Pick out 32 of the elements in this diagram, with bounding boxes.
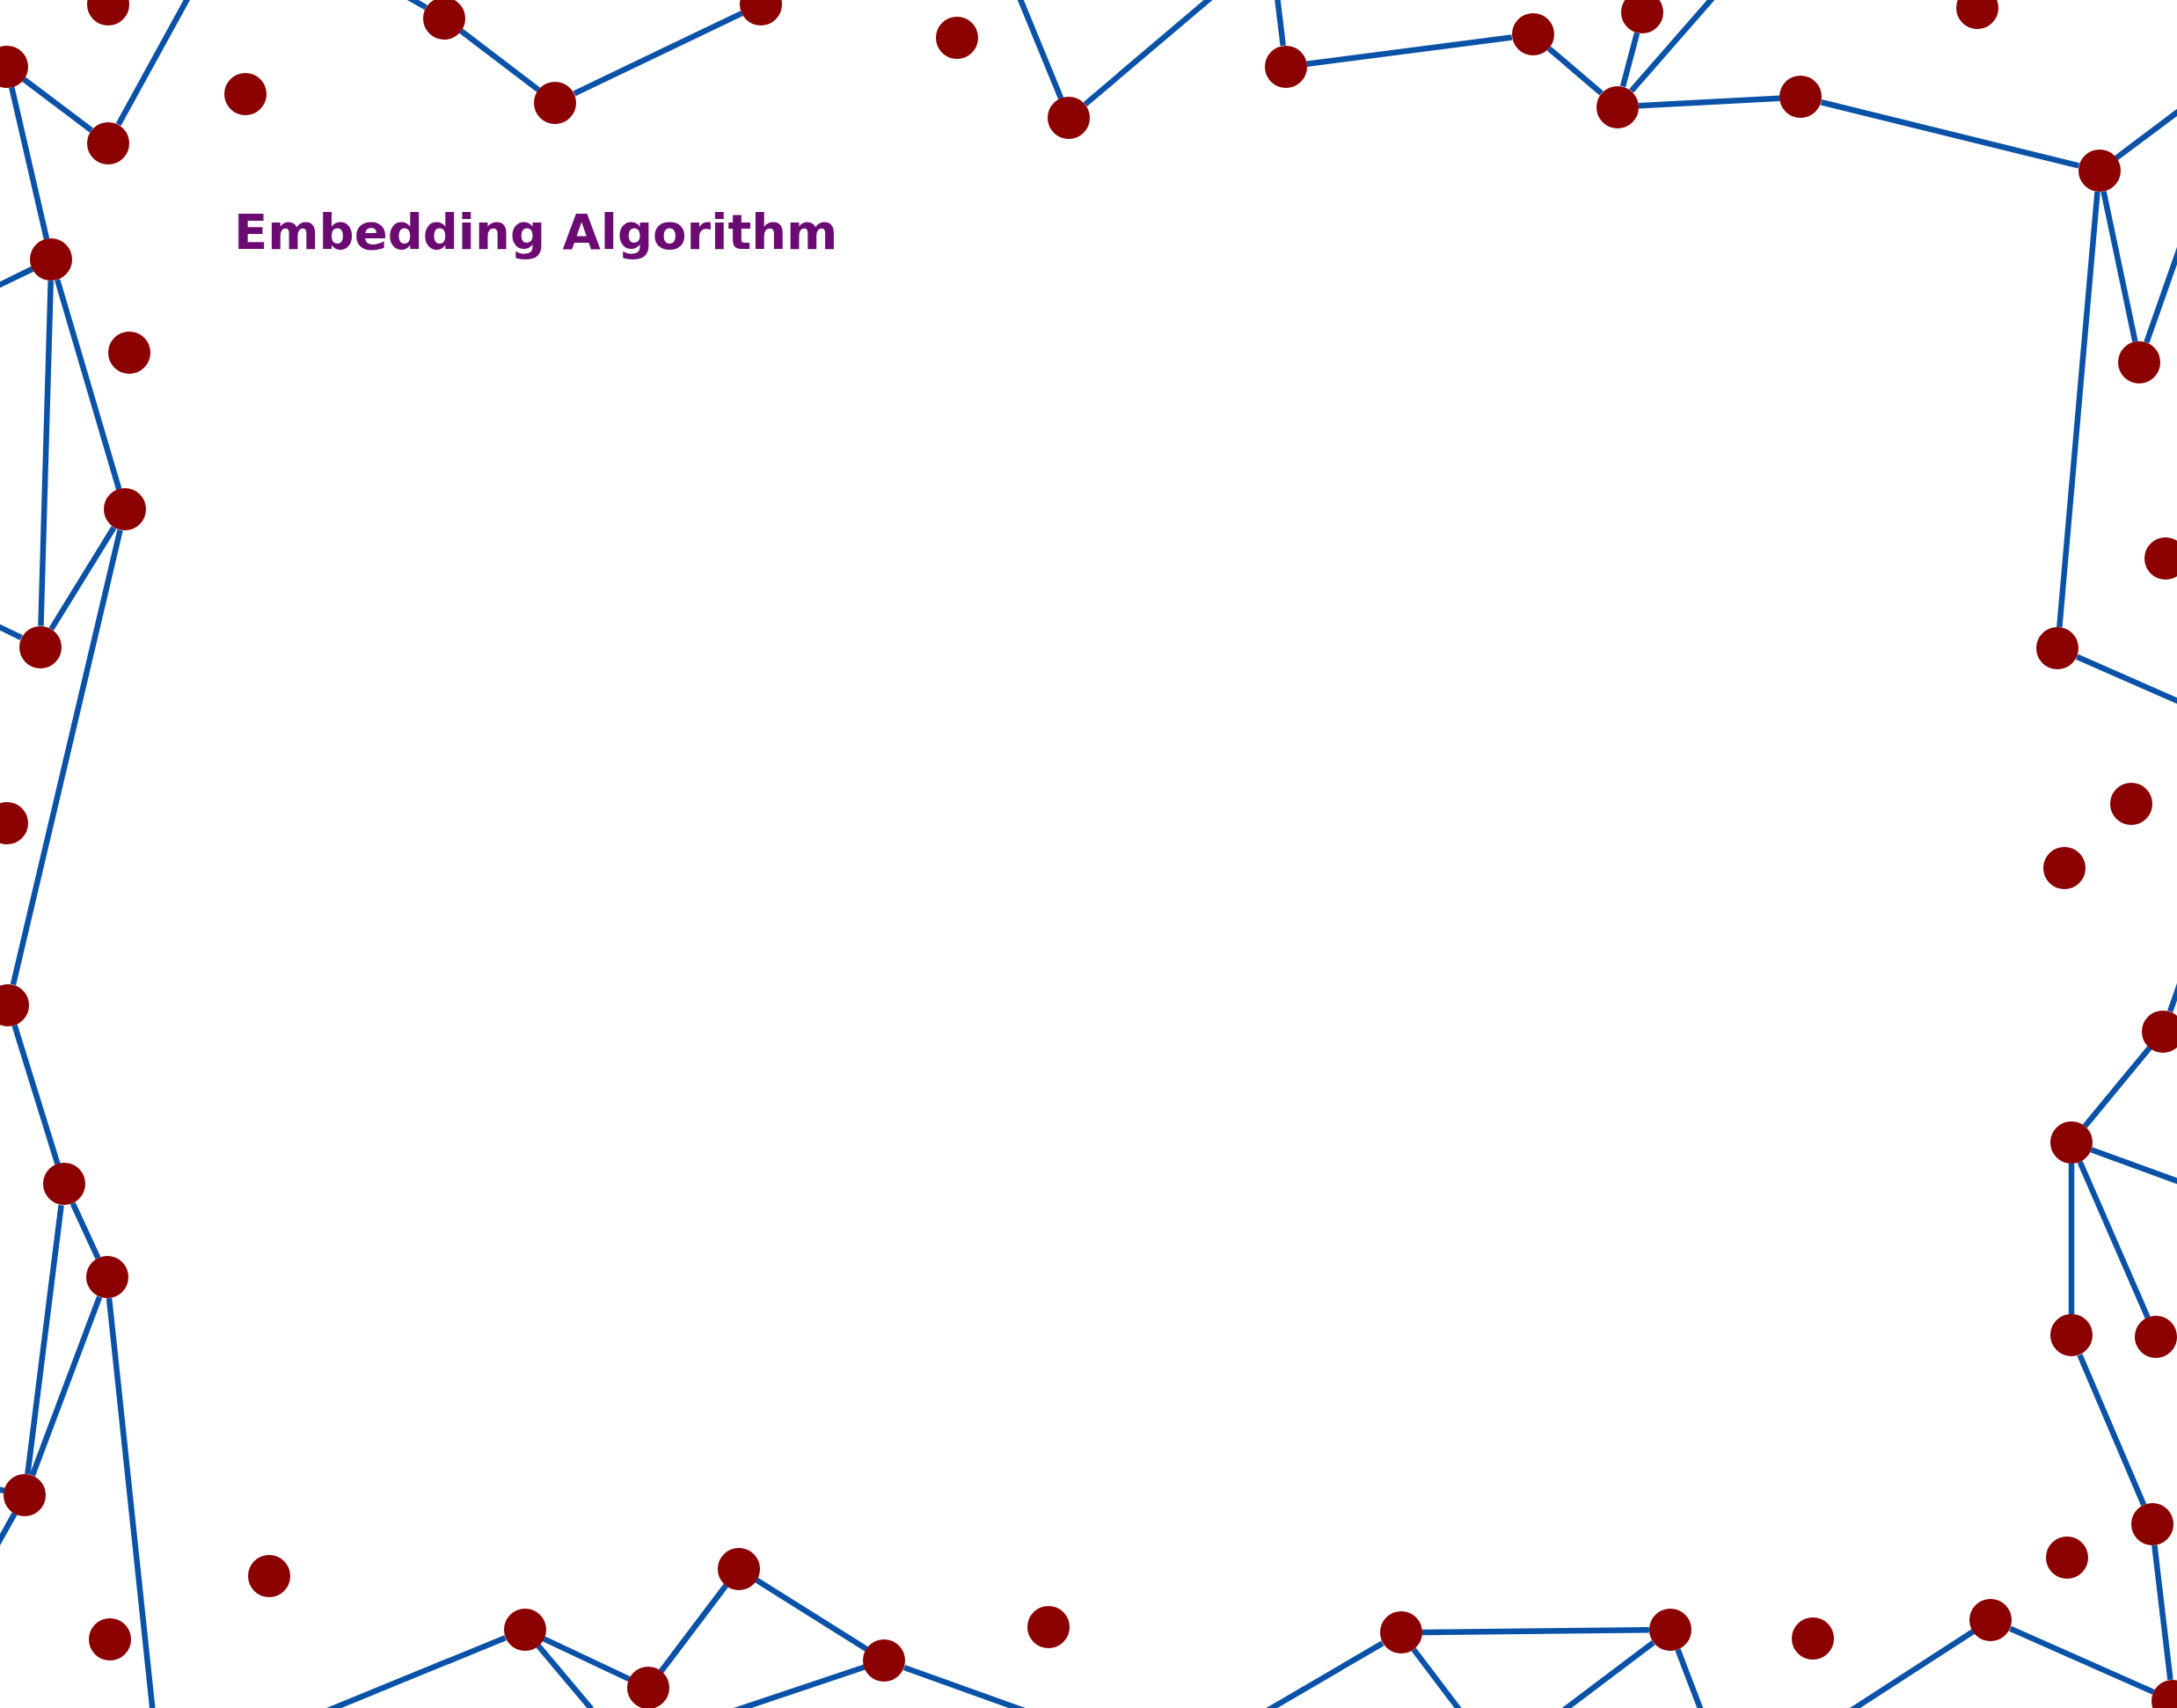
connector-line <box>2100 190 2138 343</box>
connector-line <box>2151 1544 2173 1681</box>
connector-line <box>459 28 541 92</box>
connector-line <box>536 1644 594 1708</box>
connector-line <box>1638 95 1780 109</box>
connector-line <box>2068 1164 2075 1315</box>
connector-line <box>69 1201 101 1259</box>
connector-line <box>38 281 54 626</box>
connector-line <box>25 1204 64 1475</box>
connector-line <box>2082 1046 2152 1128</box>
connector-line <box>2056 191 2100 628</box>
connector-line <box>1820 99 2080 169</box>
connector-line <box>2077 1354 2147 1507</box>
connector-line <box>659 1583 728 1674</box>
connector-line <box>22 77 93 133</box>
connector-line <box>11 1024 61 1165</box>
connector-line <box>1546 46 1604 96</box>
connector-line <box>29 1296 103 1477</box>
connector-line <box>10 529 123 986</box>
connector-line <box>2009 1625 2155 1695</box>
connector-line <box>1421 1627 1649 1636</box>
connector-line <box>1306 34 1513 67</box>
connector-line <box>106 1297 157 1708</box>
connector-line <box>48 526 117 631</box>
connector-line <box>1619 32 1640 88</box>
connector-line <box>9 86 50 240</box>
connector-line <box>573 11 743 97</box>
connector-line <box>542 1636 631 1682</box>
connector-line <box>55 279 122 491</box>
connector-line <box>755 1577 868 1652</box>
connector-line <box>2077 1160 2151 1319</box>
connector-line <box>1273 0 1286 47</box>
